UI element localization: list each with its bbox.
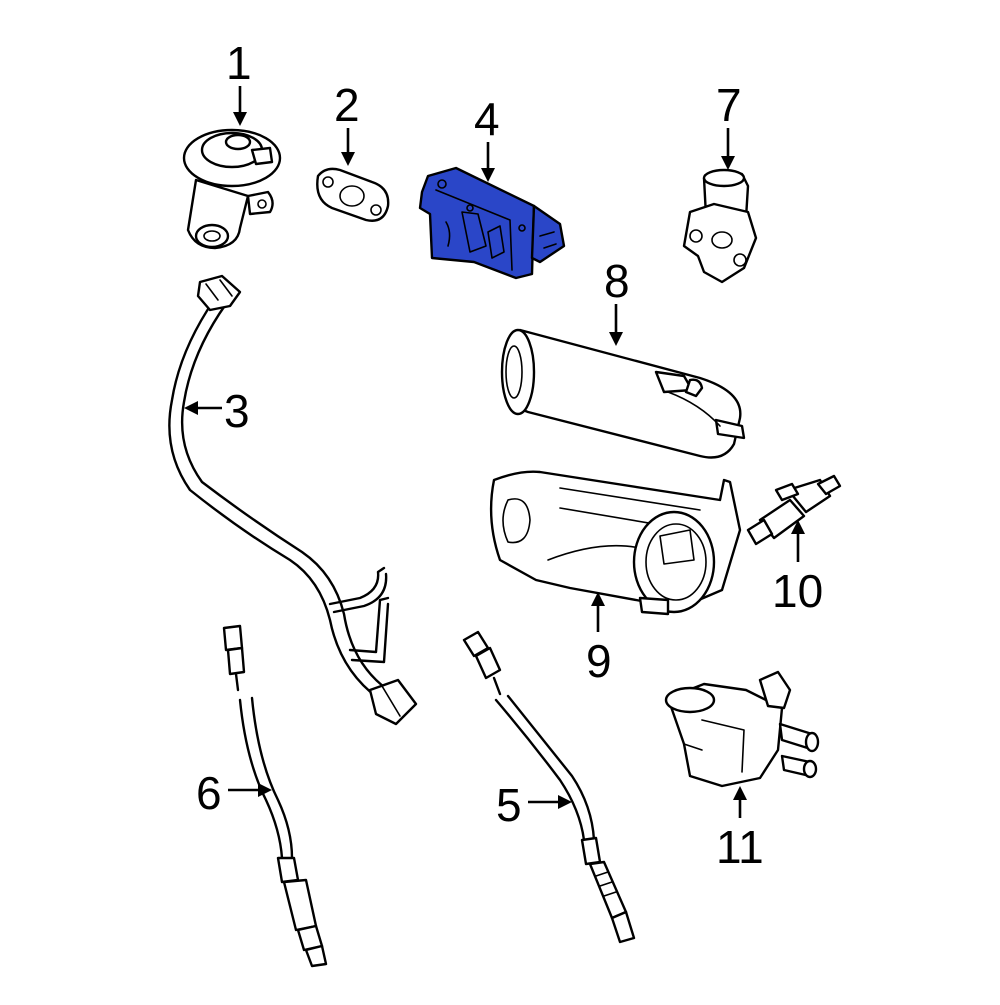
callout-6: 6 [196, 767, 222, 819]
part-1-egr-valve[interactable] [182, 128, 282, 250]
part-3-hose[interactable] [168, 274, 418, 726]
part-2-gasket[interactable] [316, 167, 390, 222]
callout-9: 9 [586, 635, 612, 687]
part-11-purge-valve[interactable] [664, 670, 820, 788]
part-7-sensor[interactable] [682, 168, 758, 284]
callout-4: 4 [474, 93, 500, 145]
leader-arrows [184, 86, 805, 818]
callout-8: 8 [604, 255, 630, 307]
callout-5: 5 [496, 779, 522, 831]
callout-10: 10 [772, 565, 824, 617]
part-10-valve[interactable] [746, 474, 842, 546]
callout-7: 7 [716, 79, 742, 131]
callout-3: 3 [224, 385, 250, 437]
callout-1: 1 [226, 37, 252, 89]
callout-2: 2 [334, 79, 360, 131]
part-6-oxygen-sensor[interactable] [222, 624, 328, 968]
part-8-canister[interactable] [500, 328, 746, 459]
part-9-bracket[interactable] [489, 470, 742, 616]
callout-11: 11 [716, 821, 764, 873]
part-5-oxygen-sensor[interactable] [462, 630, 636, 944]
part-4-sensor-highlighted[interactable] [418, 166, 566, 280]
